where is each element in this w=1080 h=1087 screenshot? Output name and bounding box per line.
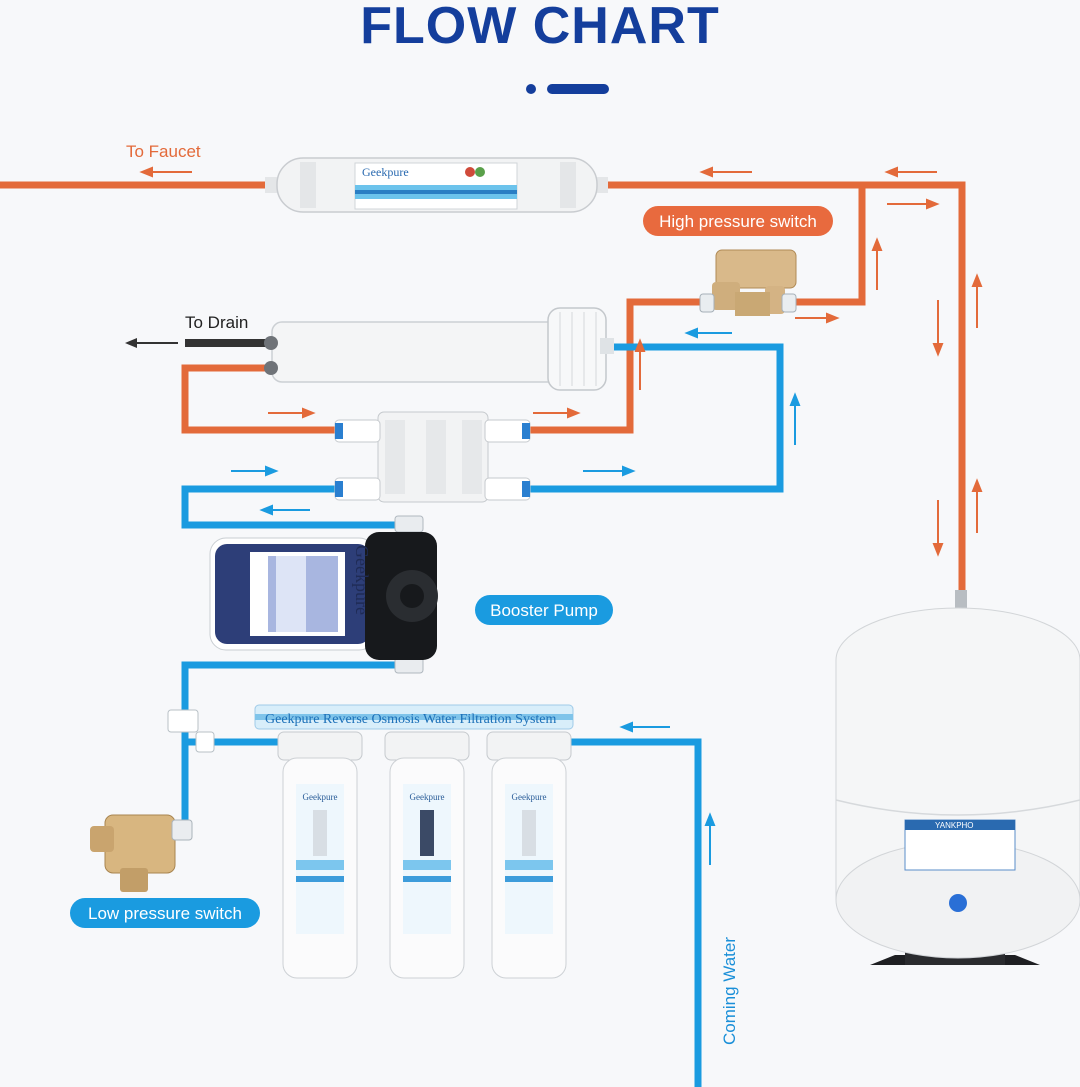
membrane-feed-line (525, 343, 784, 493)
to-drain-label: To Drain (185, 313, 248, 332)
coming-water-label: Coming Water (720, 937, 739, 1045)
membrane-waste-line (181, 364, 335, 434)
canister-brand: Geekpure (303, 792, 338, 802)
canister-brand: Geekpure (410, 792, 445, 802)
booster-pump-badge: Booster Pump (475, 595, 613, 625)
page-title: FLOW CHART (360, 0, 720, 55)
storage-tank: YANKPHO (835, 590, 1080, 965)
membrane-out-line (525, 298, 705, 434)
canister-brand: Geekpure (512, 792, 547, 802)
high-pressure-switch (699, 249, 797, 316)
orange-pipes (0, 181, 966, 600)
filter-bar-title: Geekpure Reverse Osmosis Water Filtratio… (265, 712, 557, 727)
low-pressure-switch (90, 709, 215, 892)
low-pressure-switch-label: Low pressure switch (88, 904, 242, 923)
prefilter-system: Geekpure Reverse Osmosis Water Filtratio… (254, 704, 574, 979)
pump-in-line (181, 661, 405, 825)
arrow-icon (634, 237, 983, 533)
booster-pump: Geekpure (209, 515, 438, 674)
valve-block (334, 411, 531, 503)
ro-membrane-housing (264, 307, 614, 391)
title-dot (526, 84, 536, 94)
title-bar (547, 84, 609, 94)
high-pressure-switch-badge: High pressure switch (643, 206, 833, 236)
pump-brand: Geekpure (352, 545, 372, 615)
drain-arrow-icon (125, 338, 178, 348)
arrow-icon (139, 166, 937, 178)
incoming-line (555, 738, 702, 1087)
canister-2: Geekpure (384, 731, 470, 979)
pump-out-line (181, 485, 405, 529)
low-pressure-switch-badge: Low pressure switch (70, 898, 260, 928)
arrow-icon (932, 300, 944, 557)
hps-loop-line (765, 185, 866, 306)
faucet-line-right (600, 181, 966, 600)
to-faucet-label: To Faucet (126, 142, 201, 161)
arrow-icon (231, 327, 801, 865)
inline-filter-brand: Geekpure (362, 165, 409, 179)
canister-3: Geekpure (486, 731, 572, 979)
high-pressure-switch-label: High pressure switch (659, 212, 817, 231)
tank-brand: YANKPHO (935, 821, 974, 830)
arrow-icon (268, 198, 940, 419)
booster-pump-label: Booster Pump (490, 601, 598, 620)
canister-1: Geekpure (277, 731, 363, 979)
inline-post-filter: Geekpure (265, 157, 608, 213)
